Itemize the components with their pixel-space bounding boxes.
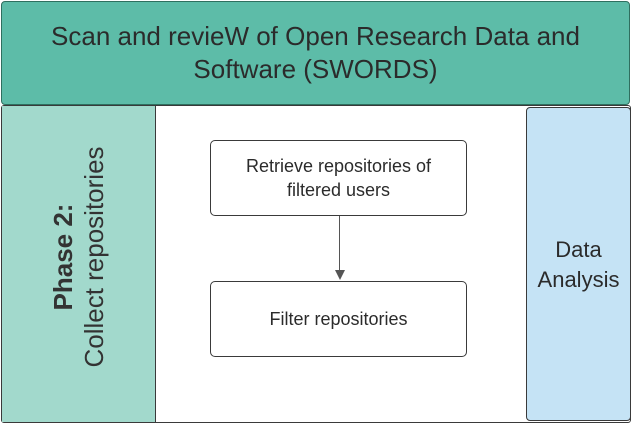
data-analysis-label: Data Analysis — [537, 236, 620, 292]
step-filter-repositories: Filter repositories — [210, 281, 467, 357]
step-label: Filter repositories — [269, 309, 408, 329]
data-analysis-panel: Data Analysis — [526, 107, 631, 421]
step-retrieve-repositories: Retrieve repositories of filtered users — [210, 140, 467, 216]
step-label: Retrieve repositories of filtered users — [245, 156, 432, 200]
header-banner: Scan and revieW of Open Research Data an… — [1, 1, 630, 105]
phase-label: Phase 2: — [48, 203, 78, 311]
flow-arrow-head-icon — [335, 270, 345, 280]
phase-text: Phase 2: Collect repositories — [48, 107, 110, 407]
phase-panel: Phase 2: Collect repositories — [2, 106, 156, 422]
flow-arrow-line — [339, 216, 340, 271]
header-title: Scan and revieW of Open Research Data an… — [51, 21, 580, 84]
phase-name: Collect repositories — [79, 146, 109, 368]
